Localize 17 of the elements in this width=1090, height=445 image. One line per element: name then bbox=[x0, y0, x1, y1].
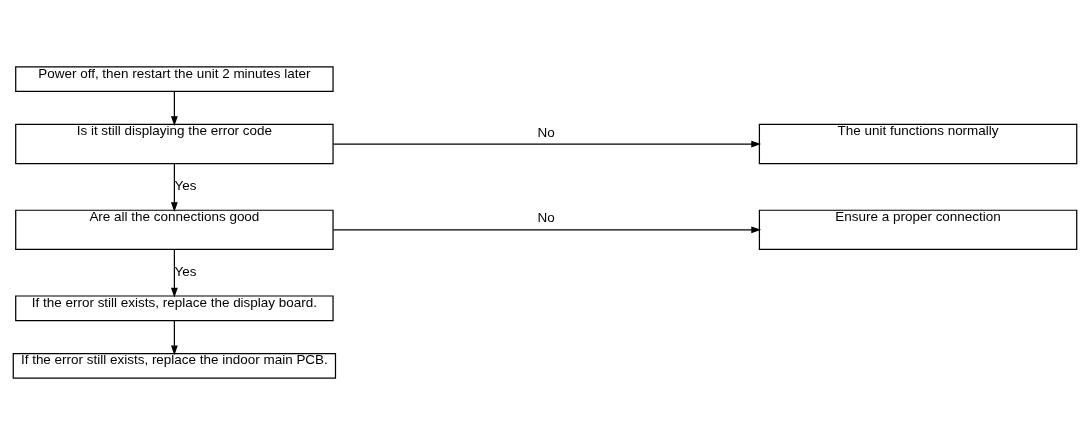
node-box: If the error still exists, replace the display board. bbox=[15, 295, 334, 322]
arrow bbox=[170, 248, 178, 298]
node-box: The unit functions normally bbox=[758, 123, 1078, 165]
node-box: Power off, then restart the unit 2 minutes later bbox=[15, 66, 334, 92]
arrow bbox=[332, 226, 762, 234]
node-box: Ensure a proper connection bbox=[758, 209, 1078, 251]
arrow bbox=[170, 320, 178, 356]
arrow bbox=[170, 91, 178, 126]
node-box: Is it still displaying the error code bbox=[15, 123, 334, 165]
node-box: Are all the connections good bbox=[15, 209, 334, 251]
edge-label: Yes bbox=[174, 178, 197, 194]
arrow bbox=[170, 163, 178, 213]
node-box: If the error still exists, replace the indoor main PCB. bbox=[12, 353, 337, 379]
edge-label: Yes bbox=[174, 264, 197, 280]
arrow bbox=[332, 140, 762, 148]
edge-label: No bbox=[537, 124, 555, 140]
edge-label: No bbox=[537, 210, 555, 226]
